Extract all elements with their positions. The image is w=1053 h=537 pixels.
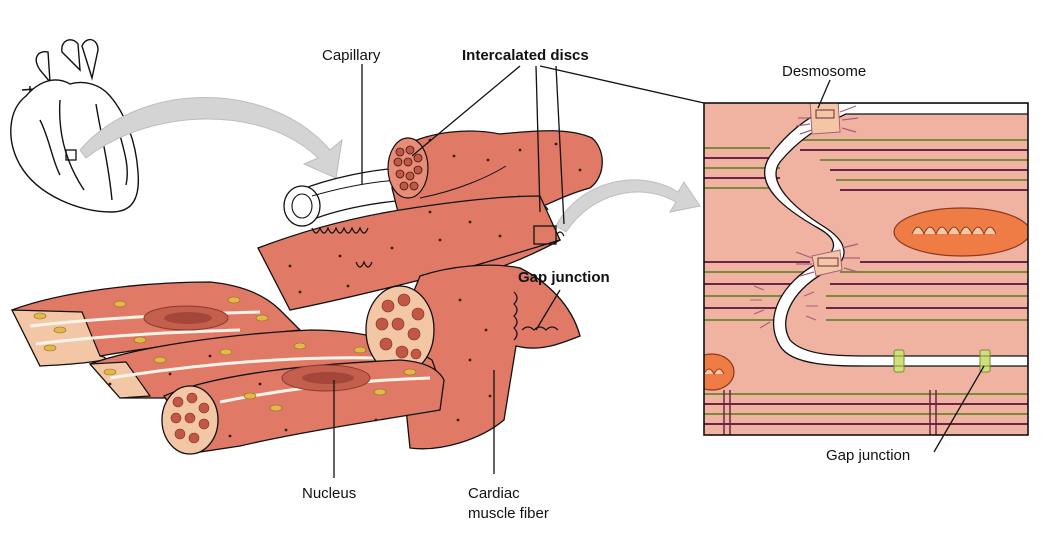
label-cardiac-line2: muscle fiber — [468, 505, 549, 522]
inset-membrane — [763, 103, 1028, 367]
label-intercalated-discs: Intercalated discs — [462, 47, 589, 64]
fiber-sample-box — [533, 225, 557, 245]
label-desmosome: Desmosome — [782, 63, 866, 80]
label-nucleus: Nucleus — [302, 485, 356, 502]
heart-sample-box — [65, 149, 77, 161]
label-cardiac-line1: Cardiac — [468, 485, 520, 502]
leader-disc-2 — [535, 65, 541, 213]
inset-myofibrils — [704, 147, 1028, 425]
front-fiber — [397, 264, 581, 450]
inset-panel — [704, 103, 1028, 435]
nuclei-dots — [108, 138, 582, 438]
zoom-line-top — [539, 65, 705, 104]
leader-disc-1 — [411, 65, 521, 157]
inset-frame — [703, 102, 1029, 436]
leader-gap-inset — [933, 365, 985, 453]
cut-fiber-top — [11, 281, 302, 367]
inset-mitochondrion-right — [893, 207, 1028, 257]
cut-fiber-bottom — [161, 359, 445, 455]
inset-desmosome-mid — [795, 243, 860, 277]
capillary — [283, 167, 409, 227]
inset-desmosome-top — [795, 103, 859, 135]
arrow-fiber-to-inset — [555, 179, 701, 233]
leader-disc-3 — [555, 65, 565, 225]
label-capillary: Capillary — [322, 47, 381, 64]
middle-fiber — [257, 195, 561, 311]
inset-gap-channels — [893, 349, 991, 373]
inset-mitochondrion-left — [704, 353, 735, 391]
label-gap-junction-inset: Gap junction — [826, 447, 910, 464]
leader-gap-main — [535, 289, 561, 331]
label-gap-junction-main: Gap junction — [518, 269, 610, 286]
leader-desmosome — [817, 79, 831, 109]
heart-illustration — [10, 39, 140, 213]
